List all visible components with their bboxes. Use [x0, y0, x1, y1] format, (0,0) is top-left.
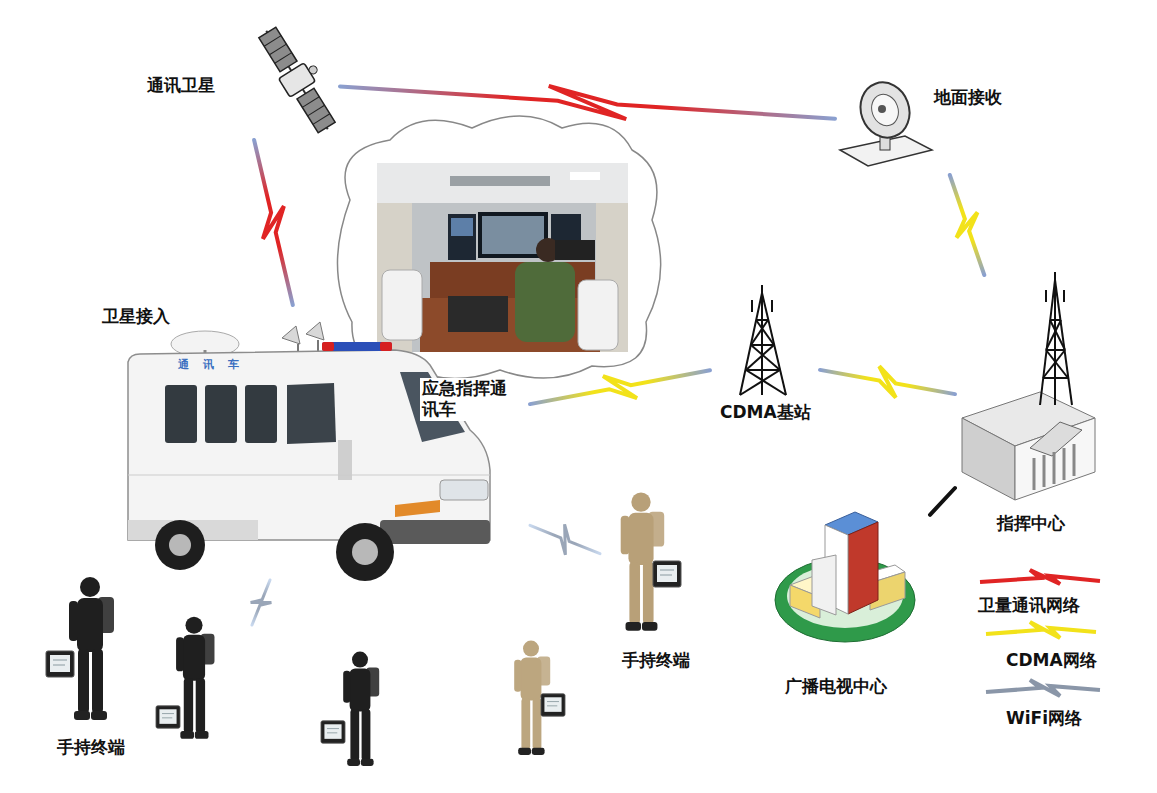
vehicle-interior-inset	[337, 116, 660, 379]
broadcast-center-node: 广播电视中心	[770, 500, 930, 701]
node-label: 应急指挥通讯车	[420, 378, 512, 421]
cdma-tower-icon	[740, 285, 786, 395]
ground-station-node: 地面接收	[835, 75, 1030, 175]
vehicle-marking: 通讯车	[176, 358, 255, 372]
node-label: 手持终端	[620, 650, 692, 671]
satellite-node: 通讯卫星	[140, 20, 340, 140]
command-van-icon	[128, 322, 490, 581]
network-link	[340, 86, 835, 119]
command-van-node: 应急指挥通讯车	[120, 305, 530, 580]
legend-samples	[980, 570, 1100, 696]
legend-text: WiFi网络	[1004, 708, 1084, 729]
terminal-group-node: 手持终端	[35, 625, 405, 785]
legend-text: CDMA网络	[1004, 650, 1099, 671]
node-label: 手持终端	[55, 737, 127, 758]
legend-text: 卫量通讯网络	[976, 595, 1082, 616]
node-label: 广播电视中心	[783, 676, 889, 697]
node-label: 地面接收	[932, 87, 1004, 108]
network-link	[950, 175, 985, 275]
broadcast-center-icon	[775, 512, 915, 642]
satellite-icon	[254, 19, 348, 138]
cdma-station-node: CDMA基站	[710, 290, 820, 430]
node-label: CDMA基站	[718, 402, 813, 423]
network-link	[251, 580, 272, 625]
command-center-node: 指挥中心	[955, 275, 1105, 540]
ground-dish-icon	[840, 75, 932, 166]
cable-link	[930, 488, 955, 515]
network-link	[530, 370, 710, 404]
part-label: 卫星接入	[100, 306, 172, 327]
node-label: 指挥中心	[995, 513, 1067, 534]
network-link	[820, 366, 955, 398]
network-link	[254, 140, 293, 305]
network-link	[530, 524, 600, 555]
node-label: 通讯卫星	[145, 75, 217, 96]
soldier-figures	[46, 492, 681, 766]
command-building-icon	[962, 272, 1095, 500]
terminal-group-node: 手持终端	[600, 480, 730, 680]
